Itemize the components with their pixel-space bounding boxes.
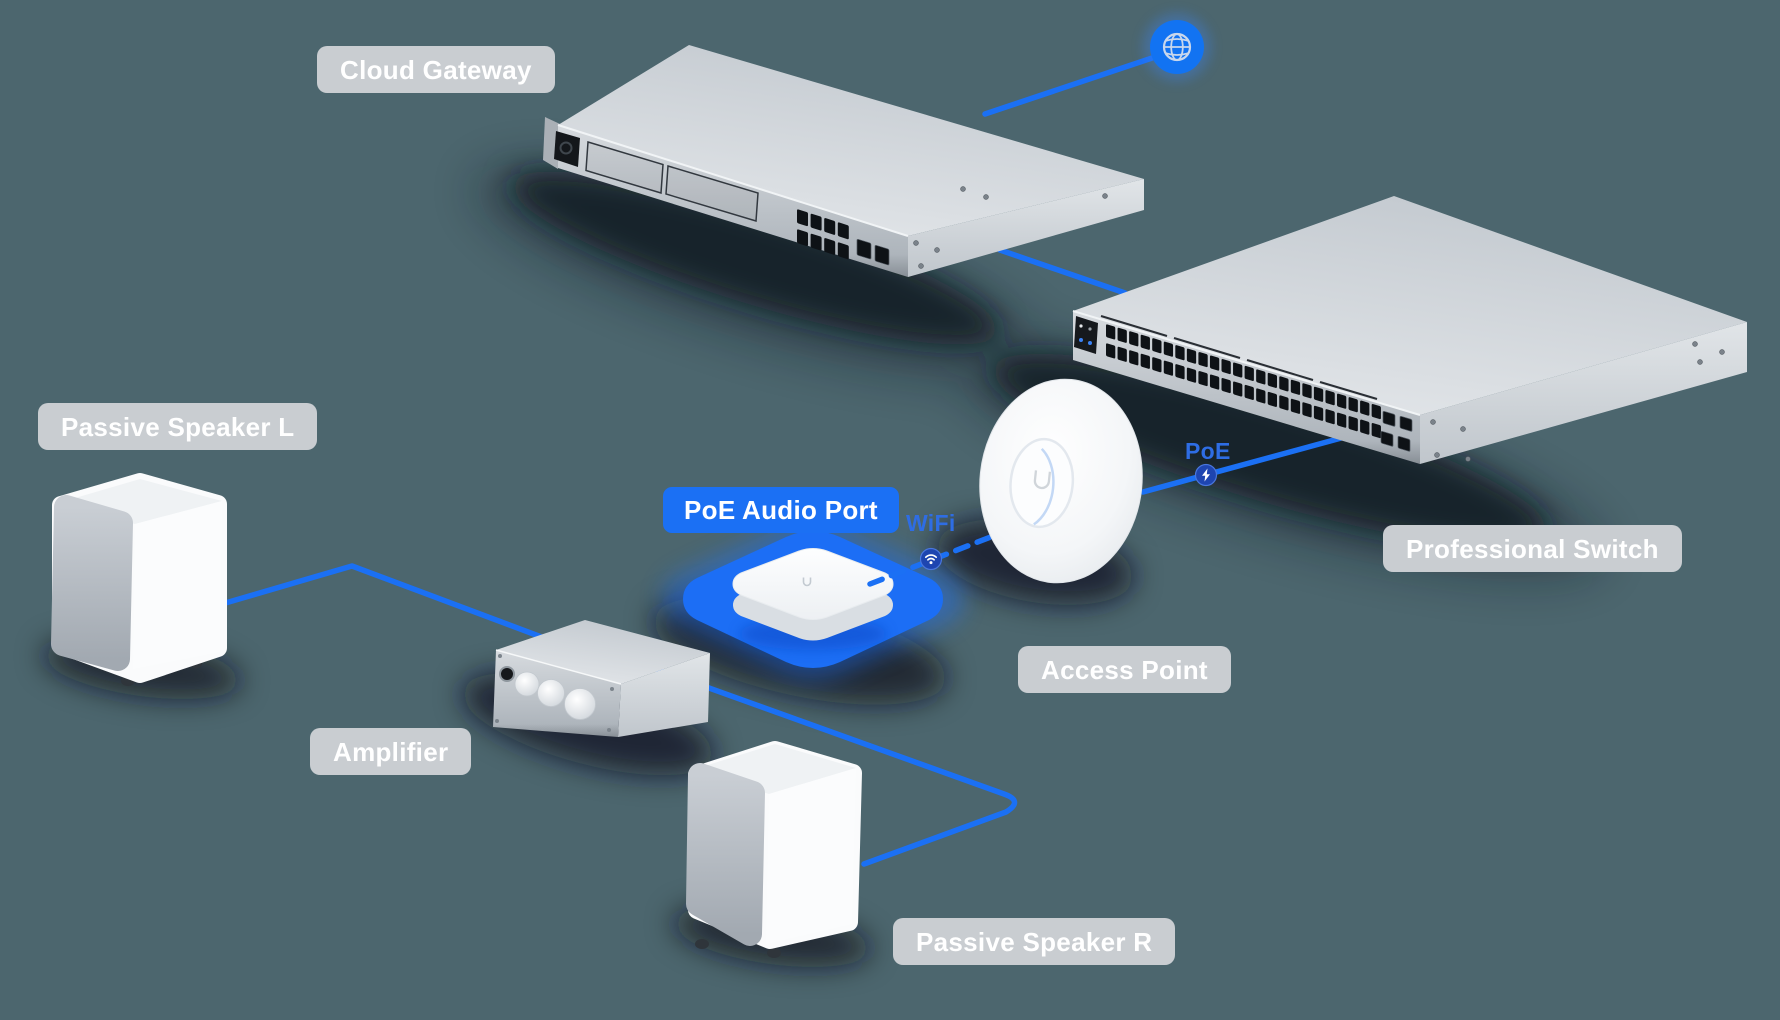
label-passive-speaker-l: Passive Speaker L <box>38 403 318 450</box>
access-point-device <box>979 378 1143 584</box>
label-access-point: Access Point <box>1018 646 1231 693</box>
ubiquiti-logo-mark <box>802 577 812 587</box>
label-passive-speaker-r: Passive Speaker R <box>893 918 1176 965</box>
passive-speaker-r-device <box>686 741 862 958</box>
internet-globe <box>1143 13 1211 81</box>
wire-speaker-l-to-amplifier <box>219 563 558 645</box>
lightning-bolt-icon <box>1202 468 1210 482</box>
amplifier-knobs <box>514 671 596 720</box>
label-poe-audio-port: PoE Audio Port <box>663 487 899 533</box>
speaker-grille <box>51 495 133 671</box>
wifi-badge <box>919 547 943 571</box>
speaker-grille <box>686 763 765 946</box>
amplifier-screws <box>495 654 614 732</box>
amplifier-device <box>493 620 710 737</box>
gateway-ethernet-ports <box>797 209 849 260</box>
switch-port-group-lines <box>1100 315 1378 400</box>
label-poe-link: PoE <box>1185 438 1231 464</box>
wire-switch-to-access-point-poe <box>1140 434 1348 495</box>
poe-audio-port-device <box>732 548 894 650</box>
wifi-icon <box>924 554 938 561</box>
speaker-feet <box>695 939 781 958</box>
label-amplifier: Amplifier <box>310 728 472 775</box>
cloud-gateway-device <box>543 45 1144 277</box>
wire-amplifier-to-speaker-r <box>642 662 1018 867</box>
ubiquiti-logo-mark <box>1033 470 1052 490</box>
gateway-drive-bays <box>585 141 759 222</box>
passive-speaker-l-device <box>51 473 227 686</box>
label-wifi-link: WiFi <box>906 510 956 536</box>
switch-ethernet-ports <box>1106 324 1381 439</box>
professional-switch-device <box>1072 196 1747 464</box>
gateway-display <box>554 131 580 167</box>
wire-gateway-to-switch <box>997 247 1128 296</box>
globe-icon <box>1162 32 1192 62</box>
label-cloud-gateway: Cloud Gateway <box>317 46 555 93</box>
switch-screws <box>1430 341 1725 462</box>
label-professional-switch: Professional Switch <box>1383 525 1682 572</box>
switch-sfp-ports <box>1380 411 1413 452</box>
amplifier-input-jack <box>499 666 515 682</box>
gateway-sfp-ports <box>856 239 890 266</box>
wire-gateway-to-internet <box>982 49 1173 117</box>
poe-badge <box>1194 463 1218 487</box>
gateway-screws <box>913 186 1108 269</box>
